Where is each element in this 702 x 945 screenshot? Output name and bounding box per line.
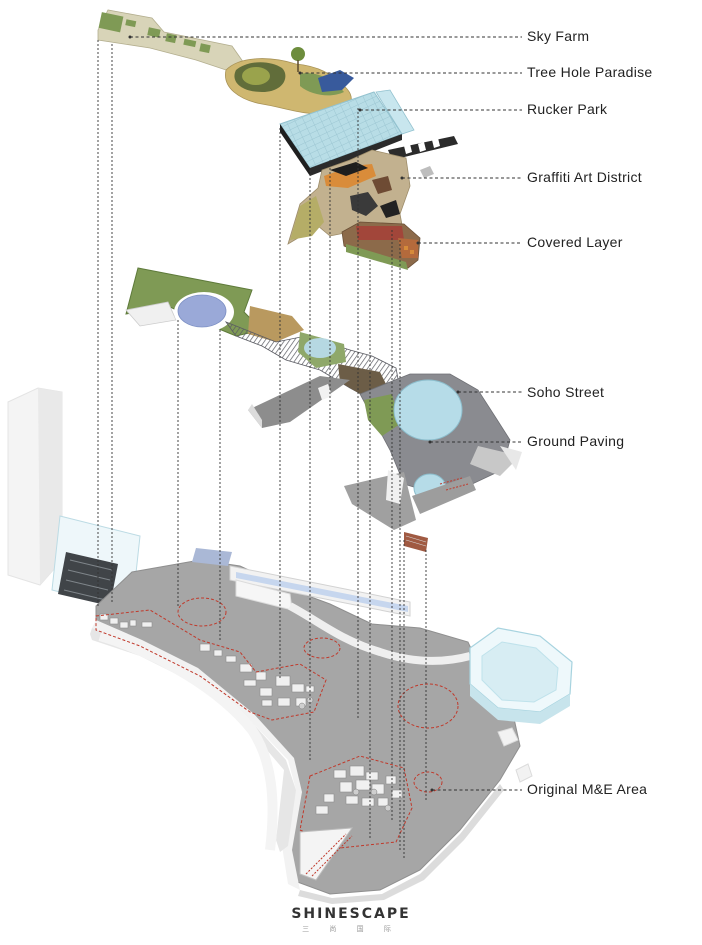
label-ground-paving: Ground Paving (527, 433, 625, 449)
label-sky-farm: Sky Farm (527, 28, 590, 44)
base-building-layer (7, 387, 573, 904)
label-covered-layer: Covered Layer (527, 234, 623, 250)
label-tree-hole-paradise: Tree Hole Paradise (527, 64, 653, 80)
label-original-me-area: Original M&E Area (527, 781, 648, 797)
leader-lines (130, 36, 522, 791)
upper-garden-layers (97, 9, 458, 270)
label-graffiti-art-district: Graffiti Art District (527, 169, 642, 185)
brand-logo-text: SHINESCAPE (291, 906, 411, 922)
brand-logo-subtext: 三 尚 国 际 (302, 925, 400, 933)
ground-paving-layer (125, 267, 522, 552)
leader-anchors (128, 35, 460, 792)
label-rucker-park: Rucker Park (527, 101, 608, 117)
label-soho-street: Soho Street (527, 384, 605, 400)
projection-lines (97, 40, 427, 860)
